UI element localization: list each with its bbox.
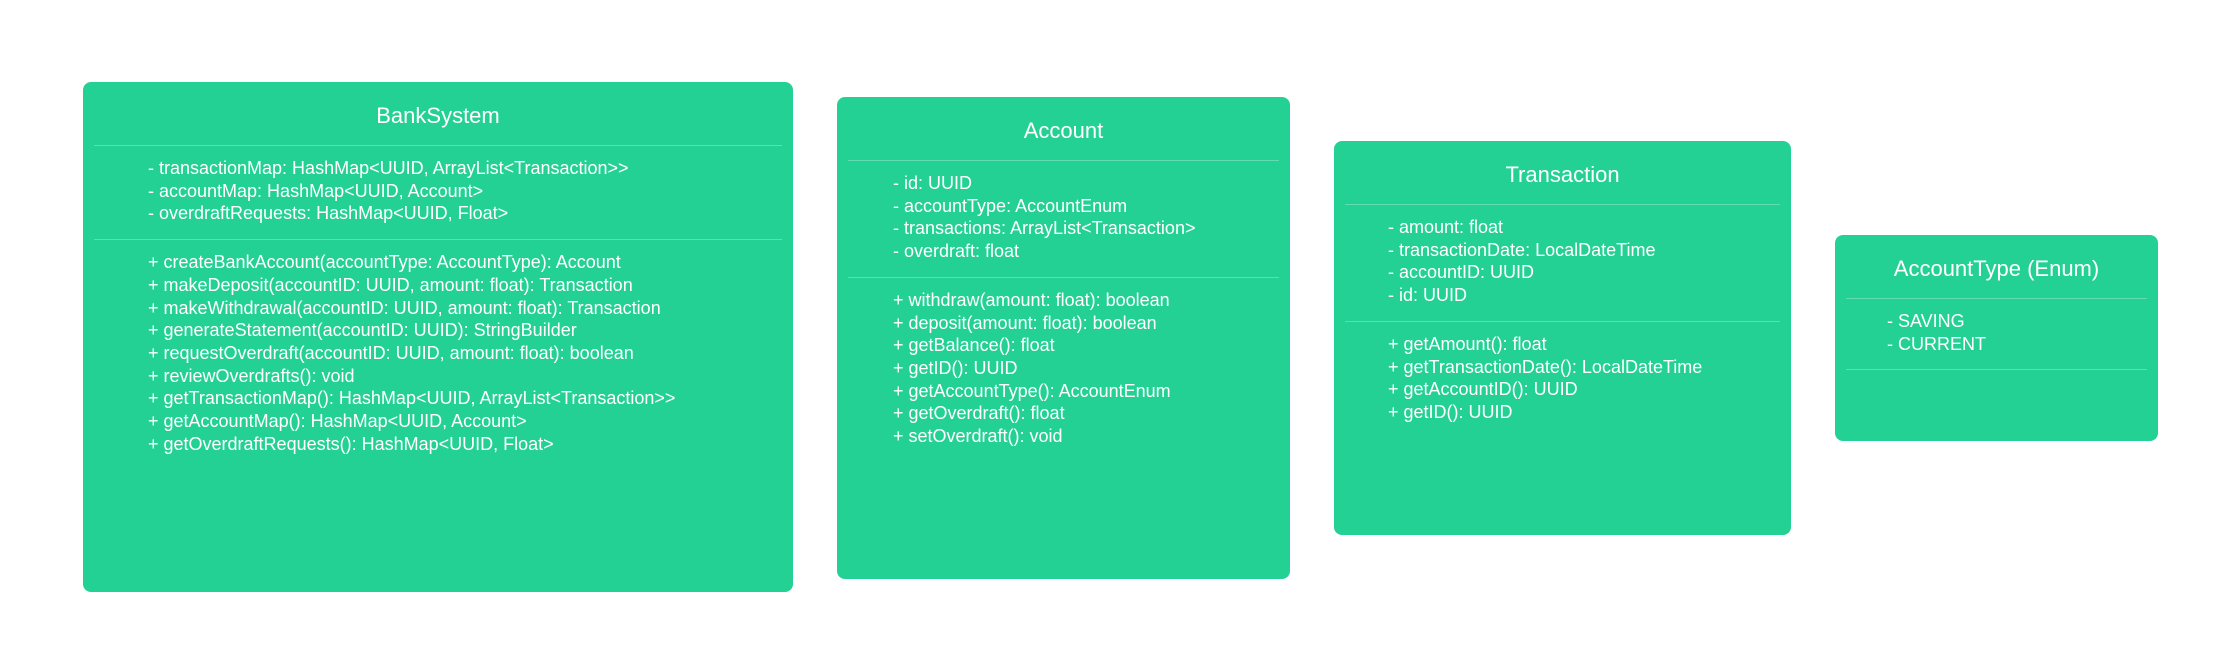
methods-section: + withdraw(amount: float): boolean + dep… — [848, 278, 1279, 462]
method-line: + getAccountID(): UUID — [1388, 379, 1578, 400]
method-line: + getAccountType(): AccountEnum — [893, 380, 1171, 401]
methods-section — [1846, 370, 2147, 392]
method-line: + withdraw(amount: float): boolean — [893, 289, 1170, 310]
class-box-account[interactable]: Account - id: UUID - accountType: Accoun… — [837, 97, 1290, 579]
attribute-line: - transactions: ArrayList<Transaction> — [893, 218, 1196, 239]
method-line: + getAccountMap(): HashMap<UUID, Account… — [148, 411, 527, 432]
attribute-line: - id: UUID — [893, 173, 973, 193]
method-line: + getID(): UUID — [1388, 401, 1513, 422]
class-title: AccountType (Enum) — [1846, 235, 2147, 299]
methods-section: + createBankAccount(accountType: Account… — [94, 240, 782, 469]
method-line: + reviewOverdrafts(): void — [148, 365, 355, 386]
attributes-section: - SAVING - CURRENT — [1846, 299, 2147, 371]
class-title: Transaction — [1345, 141, 1780, 205]
method-line: + getBalance(): float — [893, 335, 1055, 356]
method-line: + makeWithdrawal(accountID: UUID, amount… — [148, 297, 661, 318]
attribute-line: - amount: float — [1388, 217, 1504, 237]
class-box-banksystem[interactable]: BankSystem - transactionMap: HashMap<UUI… — [83, 82, 793, 592]
method-line: + getOverdraft(): float — [893, 403, 1065, 424]
method-line: + requestOverdraft(accountID: UUID, amou… — [148, 342, 634, 363]
method-line: + makeDeposit(accountID: UUID, amount: f… — [148, 274, 633, 295]
method-line: + getTransactionDate(): LocalDateTime — [1388, 356, 1703, 377]
method-line: + getAmount(): float — [1388, 333, 1547, 354]
method-line: + getOverdraftRequests(): HashMap<UUID, … — [148, 433, 554, 454]
method-line: + getTransactionMap(): HashMap<UUID, Arr… — [148, 388, 676, 409]
method-line: + setOverdraft(): void — [893, 426, 1063, 447]
attribute-line: - overdraftRequests: HashMap<UUID, Float… — [148, 203, 509, 224]
attribute-line: - transactionMap: HashMap<UUID, ArrayLis… — [148, 158, 629, 178]
attribute-line: - id: UUID — [1388, 285, 1468, 306]
attribute-line: - accountID: UUID — [1388, 262, 1535, 283]
attributes-section: - transactionMap: HashMap<UUID, ArrayLis… — [94, 146, 782, 241]
method-line: + deposit(amount: float): boolean — [893, 312, 1157, 333]
method-line: + generateStatement(accountID: UUID): St… — [148, 320, 577, 341]
attribute-line: - accountMap: HashMap<UUID, Account> — [148, 180, 484, 201]
class-box-transaction[interactable]: Transaction - amount: float - transactio… — [1334, 141, 1791, 535]
method-line: + getID(): UUID — [893, 357, 1018, 378]
attribute-line: - accountType: AccountEnum — [893, 195, 1128, 216]
attribute-line: - overdraft: float — [893, 241, 1020, 262]
class-title: Account — [848, 97, 1279, 161]
attribute-line: - transactionDate: LocalDateTime — [1388, 239, 1656, 260]
class-box-accounttype[interactable]: AccountType (Enum) - SAVING - CURRENT — [1835, 235, 2158, 441]
methods-section: + getAmount(): float + getTransactionDat… — [1345, 322, 1780, 438]
attributes-section: - amount: float - transactionDate: Local… — [1345, 205, 1780, 322]
attributes-section: - id: UUID - accountType: AccountEnum - … — [848, 161, 1279, 278]
class-title: BankSystem — [94, 82, 782, 146]
attribute-line: - SAVING — [1887, 311, 1965, 331]
attribute-line: - CURRENT — [1887, 333, 1986, 354]
method-line: + createBankAccount(accountType: Account… — [148, 252, 621, 273]
